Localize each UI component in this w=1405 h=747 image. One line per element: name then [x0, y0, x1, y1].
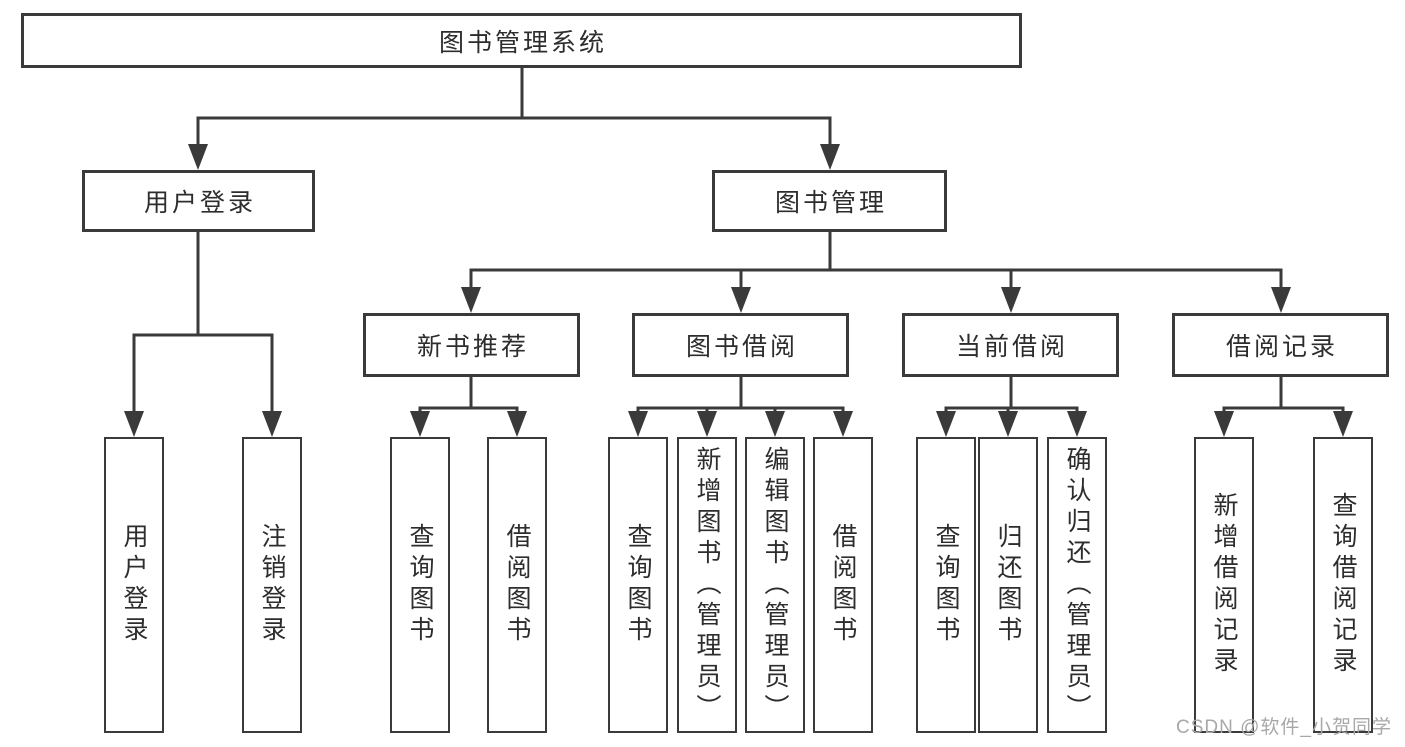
- node-leaf-bb-edit-book-admin: 编辑图书（管理员）: [745, 437, 805, 733]
- node-label: 用户登录: [143, 189, 256, 217]
- edge-book-mgmt-to-children: [469, 230, 1283, 291]
- node-leaf-nb-query-book: 查询图书: [390, 437, 450, 733]
- watermark: CSDN @软件_小贺同学: [1176, 717, 1392, 738]
- arrow-down-icon: [124, 411, 144, 437]
- node-leaf-bb-query-book: 查询图书: [608, 437, 668, 733]
- node-current-borrow: 当前借阅: [902, 313, 1119, 377]
- node-leaf-br-add-record: 新增借阅记录: [1194, 437, 1254, 733]
- node-label: 查询图书: [932, 523, 960, 647]
- node-leaf-user-login: 用户登录: [104, 437, 164, 733]
- node-label: 查询借阅记录: [1329, 492, 1357, 678]
- node-label: 用户登录: [120, 523, 148, 647]
- edge-current-borrow-to-children: [944, 375, 1079, 415]
- node-label: 借阅图书: [829, 523, 857, 647]
- node-leaf-logout: 注销登录: [242, 437, 302, 733]
- node-label: 注销登录: [258, 523, 286, 647]
- arrow-down-icon: [731, 287, 751, 313]
- edge-book-borrow-to-children: [636, 375, 845, 415]
- arrow-down-icon: [1067, 411, 1087, 437]
- node-new-book-recommend: 新书推荐: [363, 313, 580, 377]
- node-label: 新增借阅记录: [1210, 492, 1238, 678]
- node-label: 确认归还（管理员）: [1063, 445, 1091, 725]
- node-leaf-cb-query-book: 查询图书: [916, 437, 976, 733]
- node-leaf-nb-borrow-book: 借阅图书: [487, 437, 547, 733]
- arrow-down-icon: [507, 411, 527, 437]
- node-leaf-bb-borrow-book: 借阅图书: [813, 437, 873, 733]
- arrowheads: [124, 144, 1353, 437]
- arrow-down-icon: [188, 144, 208, 170]
- node-label: 图书借阅: [685, 333, 798, 361]
- arrow-down-icon: [765, 411, 785, 437]
- node-leaf-bb-add-book-admin: 新增图书（管理员）: [677, 437, 737, 733]
- arrow-down-icon: [1271, 287, 1291, 313]
- node-book-mgmt: 图书管理: [712, 170, 947, 232]
- node-label: 新书推荐: [416, 333, 529, 361]
- node-root: 图书管理系统: [21, 13, 1022, 68]
- node-user-login: 用户登录: [82, 170, 315, 232]
- node-label: 新增图书（管理员）: [693, 445, 721, 725]
- arrow-down-icon: [936, 411, 956, 437]
- edge-borrow-records-to-children: [1222, 375, 1345, 415]
- node-leaf-br-query-record: 查询借阅记录: [1313, 437, 1373, 733]
- node-label: 查询图书: [624, 523, 652, 647]
- arrow-down-icon: [820, 144, 840, 170]
- arrow-down-icon: [1333, 411, 1353, 437]
- node-book-borrow: 图书借阅: [632, 313, 849, 377]
- node-label: 归还图书: [994, 523, 1022, 647]
- node-leaf-cb-return-book: 归还图书: [978, 437, 1038, 733]
- edge-user-login-to-children: [132, 230, 274, 415]
- node-label: 编辑图书（管理员）: [761, 445, 789, 725]
- arrow-down-icon: [628, 411, 648, 437]
- node-label: 借阅图书: [503, 523, 531, 647]
- arrow-down-icon: [833, 411, 853, 437]
- node-label: 借阅记录: [1225, 333, 1338, 361]
- node-label: 图书管理: [774, 189, 887, 217]
- edge-new-book-to-children: [418, 375, 519, 415]
- node-label: 查询图书: [406, 523, 434, 647]
- edge-root-to-level2: [196, 66, 832, 148]
- node-borrow-records: 借阅记录: [1172, 313, 1389, 377]
- arrow-down-icon: [262, 411, 282, 437]
- node-label: 当前借阅: [955, 333, 1068, 361]
- arrow-down-icon: [1001, 287, 1021, 313]
- arrow-down-icon: [1214, 411, 1234, 437]
- arrow-down-icon: [998, 411, 1018, 437]
- node-label: 图书管理系统: [438, 28, 607, 57]
- node-leaf-cb-confirm-return-admin: 确认归还（管理员）: [1047, 437, 1107, 733]
- arrow-down-icon: [461, 287, 481, 313]
- arrow-down-icon: [697, 411, 717, 437]
- arrow-down-icon: [410, 411, 430, 437]
